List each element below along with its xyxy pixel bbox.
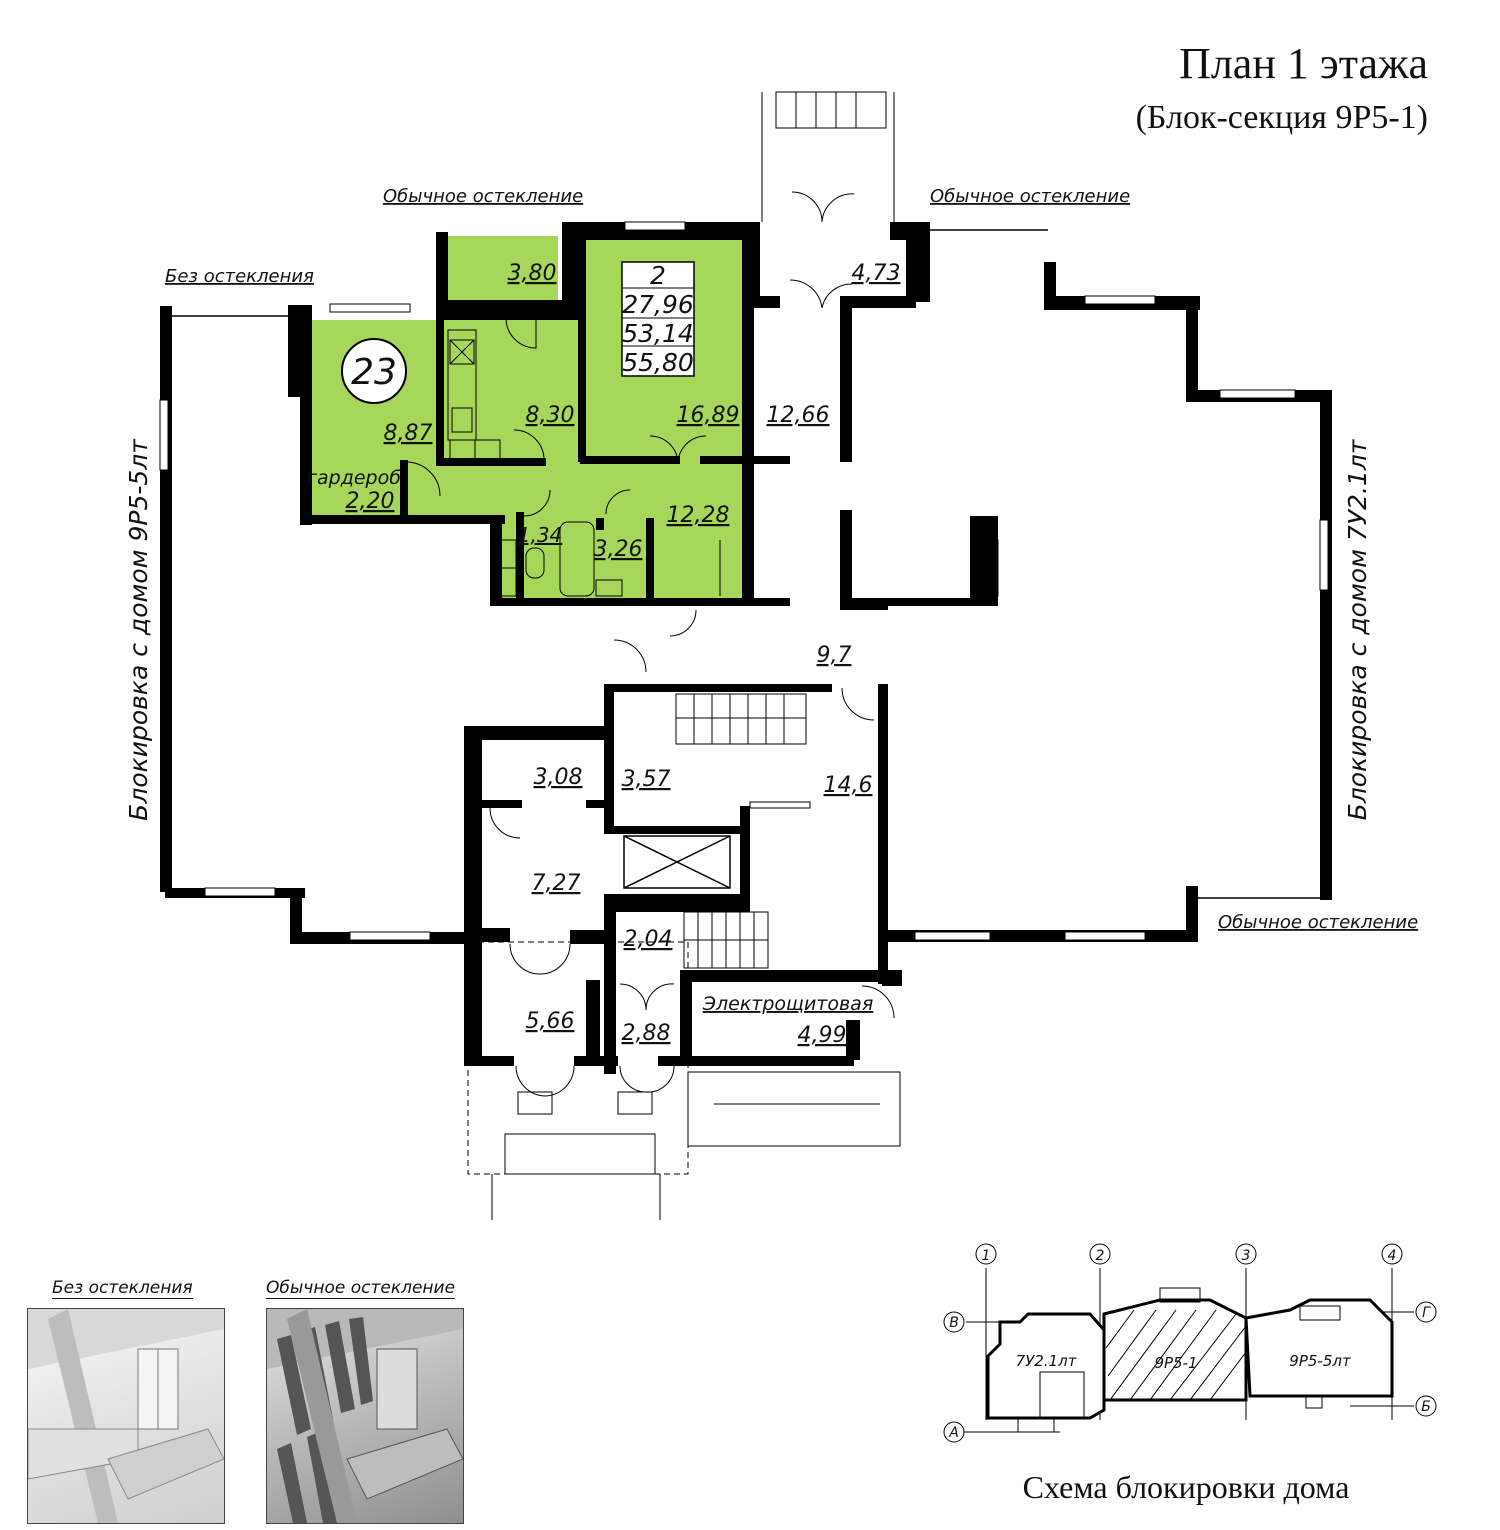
windows (159, 221, 1329, 941)
page-subtitle: (Блок-секция 9Р5-1) (1136, 99, 1428, 136)
glazing-label-bottom-right: Обычное остекление (1218, 912, 1418, 933)
apartment-area: 53,14 (622, 319, 694, 348)
bottom-porch (467, 941, 901, 1220)
wardrobe-name: гардероб (307, 467, 401, 489)
scheme-axis-1: 1 (982, 1248, 991, 1264)
kitchen-fixtures (447, 329, 501, 461)
room-area-small-room: 8,87 (384, 421, 433, 446)
room-area-corridor: 12,66 (767, 403, 830, 428)
glazing-label-top-center: Обычное остекление (383, 186, 583, 207)
legend-caption-usual-glazing-top: Обычное остекление (266, 1278, 456, 1299)
room-area-hall: 12,28 (667, 503, 730, 528)
bathroom-fixtures (499, 521, 721, 597)
scheme-row-v: В (949, 1315, 959, 1331)
apartment-living-area: 27,96 (622, 290, 694, 319)
scheme-row-a: А (948, 1425, 959, 1441)
room-area-kitchen: 8,30 (526, 403, 575, 428)
room-area-357: 3,57 (622, 767, 671, 792)
room-area-288: 2,88 (622, 1021, 671, 1046)
top-entrance-stairs (761, 91, 895, 222)
room-area-stair-hall: 14,6 (824, 773, 873, 798)
scheme-block-right: 9Р5-5лт (1289, 1352, 1352, 1370)
side-label-left: Блокировка с домом 9Р5-5лт (124, 438, 153, 821)
legend-caption-no-glazing-top: Без остекления (52, 1278, 193, 1299)
key-scheme (943, 1243, 1437, 1443)
scheme-axis-2: 2 (1096, 1248, 1105, 1264)
room-area-bath: 3,26 (594, 537, 643, 562)
room-area-wc: 1,34 (518, 523, 563, 547)
room-area-wardrobe: 2,20 (346, 489, 395, 514)
side-label-right: Блокировка с домом 7У2.1лт (1343, 438, 1372, 820)
apartment-number: 23 (351, 352, 397, 393)
room-labels: 3,80 8,30 16,89 8,87 гардероб 2,20 1,34 … (307, 261, 900, 1048)
glazing-label-top-right: Обычное остекление (930, 186, 1130, 207)
scheme-axis-4: 4 (1388, 1248, 1397, 1264)
right-block-fixtures (977, 539, 999, 597)
apartment-rooms-count: 2 (650, 261, 666, 290)
room-area-electro: 4,99 (798, 1023, 847, 1048)
scheme-axis-3: 3 (1242, 1248, 1251, 1264)
legend-image-no-glazing (27, 1308, 225, 1524)
scheme-row-b: Б (1421, 1399, 1431, 1415)
room-area-308: 3,08 (534, 765, 583, 790)
room-area-big-room: 16,89 (677, 403, 740, 428)
electro-room-name: Электрощитовая (702, 993, 874, 1015)
scheme-block-center: 9Р5-1 (1154, 1354, 1197, 1372)
scheme-title: Схема блокировки дома (1023, 1469, 1350, 1505)
scheme-block-left: 7У2.1лт (1016, 1352, 1078, 1370)
apartment-number-circle[interactable] (341, 338, 407, 404)
elevator-shaft (623, 835, 731, 889)
room-area-loggia: 3,80 (508, 261, 557, 286)
glazing-label-top-left: Без остекления (165, 266, 314, 287)
apartment-total-area: 55,80 (622, 348, 694, 377)
room-area-204: 2,04 (624, 927, 673, 952)
page-title: План 1 этажа (1179, 39, 1428, 88)
room-area-vestibule: 4,73 (852, 261, 901, 286)
legend-image-usual-glazing (266, 1308, 464, 1524)
scheme-row-g: Г (1422, 1305, 1431, 1321)
apartment-info-box[interactable] (621, 261, 695, 377)
room-area-727: 7,27 (532, 871, 581, 896)
stairs-main (675, 693, 807, 969)
room-area-566: 5,66 (526, 1009, 575, 1034)
room-area-lobby: 9,7 (817, 643, 852, 668)
